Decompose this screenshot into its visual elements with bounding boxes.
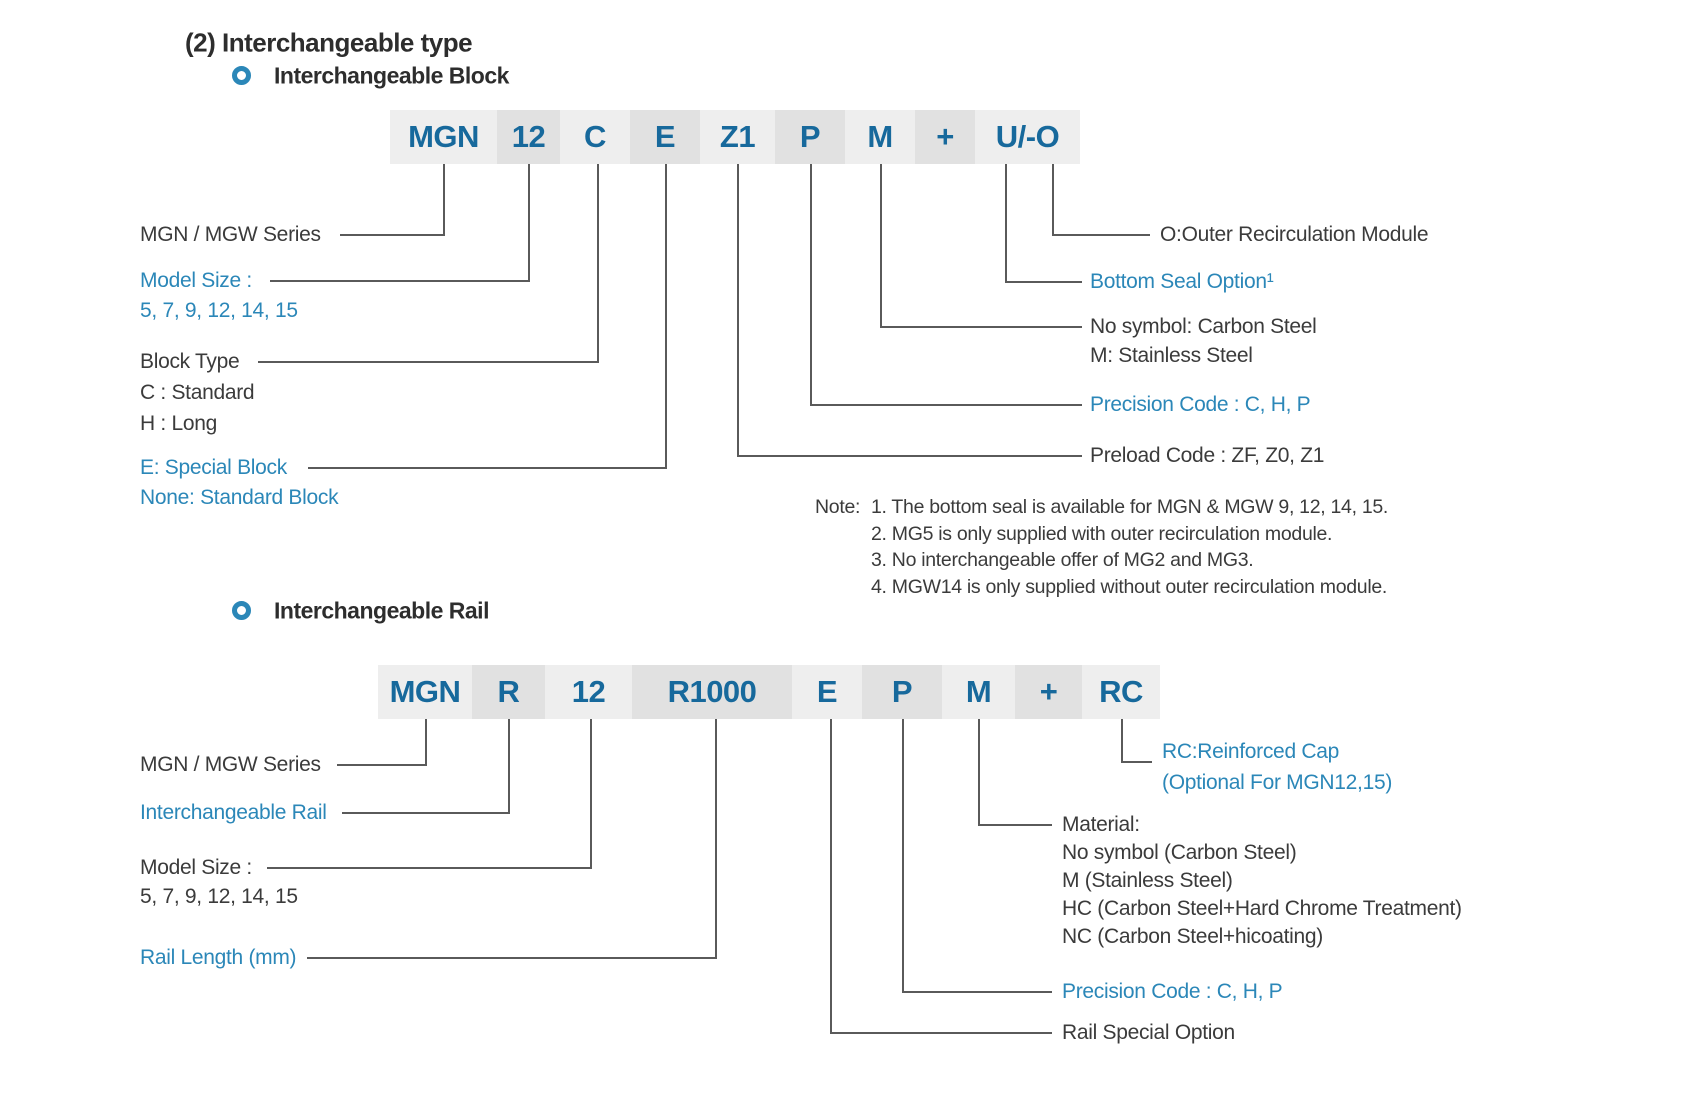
rail-leader-series-v — [425, 719, 427, 765]
rail-leader-material-v — [978, 719, 980, 825]
block-code-cell-material: M — [845, 110, 915, 164]
block-label-block-type-h: H : Long — [140, 412, 217, 435]
block-label-material-none: No symbol: Carbon Steel — [1090, 315, 1317, 338]
block-leader-bottomseal-h — [1005, 281, 1082, 283]
rail-code-cell-length: R1000 — [632, 665, 792, 719]
rail-label-material-m: M (Stainless Steel) — [1062, 869, 1233, 892]
rail-leader-length-h — [307, 957, 717, 959]
block-leader-special-v — [665, 164, 667, 468]
block-label-bottom-seal: Bottom Seal Option¹ — [1090, 270, 1274, 293]
rail-leader-precision-v — [902, 719, 904, 992]
block-leader-precision-v — [810, 164, 812, 405]
rail-label-rc-cap-1: RC:Reinforced Cap — [1162, 740, 1339, 763]
block-leader-preload-h — [737, 455, 1082, 457]
rail-code-cell-rc: RC — [1082, 665, 1160, 719]
rail-code-cell-special: E — [792, 665, 862, 719]
rail-code-cell-size: 12 — [545, 665, 632, 719]
rail-label-model-size-values: 5, 7, 9, 12, 14, 15 — [140, 885, 298, 908]
rail-code-cell-precision: P — [862, 665, 942, 719]
rail-label-material-nc: NC (Carbon Steel+hicoating) — [1062, 925, 1323, 948]
block-label-model-size-title: Model Size : — [140, 269, 252, 292]
block-label-series: MGN / MGW Series — [140, 223, 321, 246]
rail-label-rail-special: Rail Special Option — [1062, 1021, 1235, 1044]
note-prefix: Note: — [815, 496, 861, 518]
rail-code-cell-rail: R — [472, 665, 545, 719]
rail-leader-special-v — [830, 719, 832, 1033]
note-line: 2. MG5 is only supplied with outer recir… — [815, 521, 1388, 548]
block-code-cell-size: 12 — [497, 110, 560, 164]
rail-label-interchangeable: Interchangeable Rail — [140, 801, 327, 824]
block-leader-preload-v — [737, 164, 739, 456]
page-title: (2) Interchangeable type — [185, 27, 473, 58]
rail-leader-length-v — [715, 719, 717, 958]
note-line: Note: 1. The bottom seal is available fo… — [815, 494, 1388, 521]
rail-code-cell-plus: + — [1015, 665, 1082, 719]
block-leader-size-v — [528, 164, 530, 281]
rail-label-material-hc: HC (Carbon Steel+Hard Chrome Treatment) — [1062, 897, 1462, 920]
block-code-cell-seal: U/-O — [975, 110, 1080, 164]
rail-leader-series-h — [337, 764, 427, 766]
rail-label-series: MGN / MGW Series — [140, 753, 321, 776]
block-leader-precision-h — [810, 404, 1082, 406]
block-label-block-type-c: C : Standard — [140, 381, 255, 404]
block-label-model-size-values: 5, 7, 9, 12, 14, 15 — [140, 299, 298, 322]
rail-leader-rc-h — [1121, 761, 1152, 763]
rail-leader-size-v — [590, 719, 592, 868]
note-line: 4. MGW14 is only supplied without outer … — [815, 574, 1388, 601]
block-label-material-m: M: Stainless Steel — [1090, 344, 1253, 367]
block-section-heading: Interchangeable Block — [274, 62, 509, 89]
note-line: 3. No interchangeable offer of MG2 and M… — [815, 547, 1388, 574]
block-leader-outer-v — [1052, 164, 1054, 235]
rail-section-heading: Interchangeable Rail — [274, 597, 489, 624]
rail-label-model-size-title: Model Size : — [140, 856, 252, 879]
block-leader-series-h — [340, 234, 445, 236]
note-item: 1. The bottom seal is available for MGN … — [871, 496, 1389, 518]
block-code-cell-blocktype: C — [560, 110, 630, 164]
rail-code-cell-material: M — [942, 665, 1015, 719]
rail-code-cell-series: MGN — [378, 665, 472, 719]
note-item: 3. No interchangeable offer of MG2 and M… — [871, 549, 1254, 571]
block-leader-bottomseal-v — [1005, 164, 1007, 282]
block-leader-size-h — [270, 280, 530, 282]
block-code-cell-preload: Z1 — [700, 110, 775, 164]
rail-label-rc-cap-2: (Optional For MGN12,15) — [1162, 771, 1393, 794]
block-leader-blocktype-v — [597, 164, 599, 362]
block-code-row: MGN 12 C E Z1 P M + U/-O — [390, 110, 1080, 164]
rail-label-precision-code: Precision Code : C, H, P — [1062, 980, 1283, 1003]
rail-leader-rail-h — [342, 812, 510, 814]
block-label-block-type-title: Block Type — [140, 350, 240, 373]
block-leader-material-v — [880, 164, 882, 327]
block-label-precision-code: Precision Code : C, H, P — [1090, 393, 1311, 416]
rail-leader-precision-h — [902, 991, 1052, 993]
rail-leader-special-h — [830, 1032, 1052, 1034]
rail-leader-rail-v — [508, 719, 510, 813]
rail-label-rail-length: Rail Length (mm) — [140, 946, 297, 969]
bullet-icon — [232, 601, 251, 620]
block-label-preload-code: Preload Code : ZF, Z0, Z1 — [1090, 444, 1325, 467]
rail-leader-rc-v — [1121, 719, 1123, 762]
block-label-outer-recirculation: O:Outer Recirculation Module — [1160, 223, 1429, 246]
rail-leader-material-h — [978, 824, 1052, 826]
block-label-standard-block: None: Standard Block — [140, 486, 339, 509]
block-label-special-block: E: Special Block — [140, 456, 287, 479]
bullet-icon — [232, 66, 251, 85]
block-code-cell-plus: + — [915, 110, 975, 164]
block-leader-special-h — [308, 467, 667, 469]
rail-label-material-none: No symbol (Carbon Steel) — [1062, 841, 1297, 864]
note-item: 2. MG5 is only supplied with outer recir… — [871, 522, 1333, 545]
note-item: 4. MGW14 is only supplied without outer … — [871, 575, 1388, 598]
block-code-cell-precision: P — [775, 110, 845, 164]
block-code-cell-special: E — [630, 110, 700, 164]
notes-block: Note: 1. The bottom seal is available fo… — [815, 494, 1388, 600]
block-leader-outer-h — [1052, 234, 1150, 236]
rail-leader-size-h — [267, 867, 592, 869]
rail-label-material-title: Material: — [1062, 813, 1140, 836]
block-leader-material-h — [880, 326, 1082, 328]
block-leader-blocktype-h — [258, 361, 599, 363]
block-code-cell-series: MGN — [390, 110, 497, 164]
rail-code-row: MGN R 12 R1000 E P M + RC — [378, 665, 1160, 719]
block-leader-series-v — [443, 164, 445, 235]
